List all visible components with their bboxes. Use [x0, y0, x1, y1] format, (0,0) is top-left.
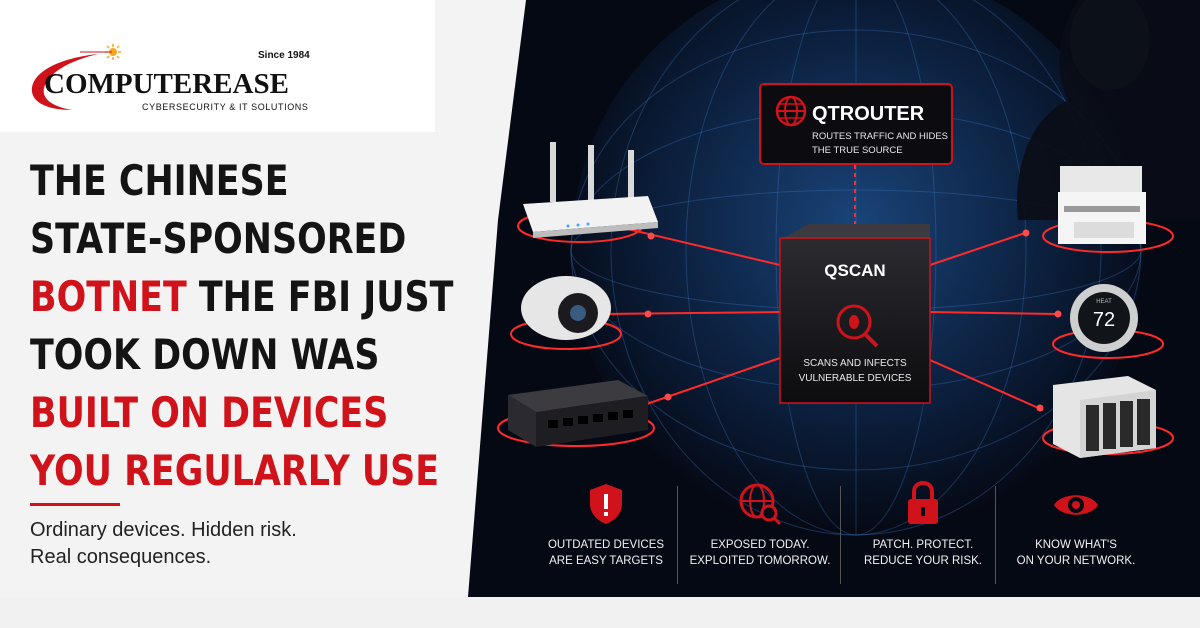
padlock-icon: [908, 480, 938, 524]
qscan-title: QSCAN: [824, 261, 885, 280]
qscan-desc-2: VULNERABLE DEVICES: [799, 373, 912, 384]
qscan-desc-1: SCANS AND INFECTS: [803, 358, 907, 369]
footer-caption-know: KNOW WHAT'S ON YOUR NETWORK.: [1001, 537, 1151, 569]
thermostat-device: [1070, 284, 1138, 352]
qscan-cube: [779, 224, 931, 404]
nas-device: [1053, 376, 1156, 458]
network-diagram: 72 HEAT QSCAN SCANS AND INFECTS VULNERAB…: [497, 0, 1200, 536]
headline-line-6: YOU REGULARLY USE: [30, 446, 440, 495]
subheadline-line-1: Ordinary devices. Hidden risk.: [30, 519, 297, 541]
headline: THE CHINESE STATE-SPONSORED BOTNET THE F…: [30, 152, 453, 500]
footer-divider: [995, 486, 996, 584]
eye-icon: [1054, 495, 1098, 515]
network-diagram-panel: 72 HEAT QSCAN SCANS AND INFECTS VULNERAB…: [468, 0, 1200, 597]
logo-tagline: CYBERSECURITY & IT SOLUTIONS: [142, 102, 309, 112]
thermostat-mode: HEAT: [1096, 299, 1112, 305]
logo-name: COMPUTEREASE: [44, 68, 289, 100]
footer-divider: [677, 486, 678, 584]
accent-rule: [30, 503, 120, 506]
headline-line-5: BUILT ON DEVICES: [30, 388, 389, 437]
headline-fbi: THE FBI JUST: [186, 272, 454, 321]
footer-caption-outdated-2: ARE EASY TARGETS: [549, 555, 663, 567]
logo-since: Since 1984: [258, 50, 310, 61]
headline-line-3: BOTNET THE FBI JUST: [30, 268, 453, 326]
footer-caption-exposed-2: EXPLOITED TOMORROW.: [689, 555, 831, 567]
footer-caption-outdated-1: OUTDATED DEVICES: [547, 539, 665, 551]
qtrouter-desc-2: THE TRUE SOURCE: [812, 145, 903, 156]
printer-device: [1058, 166, 1146, 244]
headline-line-4: TOOK DOWN WAS: [30, 330, 380, 379]
headline-line-1: THE CHINESE: [30, 156, 289, 205]
shield-alert-icon: [590, 484, 622, 524]
headline-botnet: BOTNET: [30, 272, 187, 321]
hacker-silhouette: [1017, 0, 1200, 220]
qtrouter-title: QTROUTER: [812, 103, 925, 125]
globe-icon: [775, 95, 807, 127]
footer-caption-exposed: EXPOSED TODAY. EXPLOITED TOMORROW.: [685, 537, 835, 569]
footer-caption-exposed-1: EXPOSED TODAY.: [710, 539, 810, 551]
subheadline: Ordinary devices. Hidden risk. Real cons…: [30, 517, 297, 571]
connection-nodes: [644, 229, 1062, 412]
footer-caption-know-2: ON YOUR NETWORK.: [1016, 555, 1136, 567]
footer-divider: [840, 486, 841, 584]
footer-caption-patch-1: PATCH. PROTECT.: [872, 539, 974, 551]
logo-swoosh-icon: [31, 44, 121, 110]
headline-line-2: STATE-SPONSORED: [30, 214, 407, 263]
globe-search-icon: [739, 483, 782, 526]
camera-device: [521, 276, 611, 340]
logo-block: Since 1984 COMPUTEREASE CYBERSECURITY & …: [0, 0, 435, 132]
footer-caption-patch: PATCH. PROTECT. REDUCE YOUR RISK.: [848, 537, 998, 569]
thermostat-reading: 72: [1093, 309, 1115, 331]
network-switch-device: [508, 380, 648, 447]
router-device: [523, 142, 658, 238]
footer-caption-know-1: KNOW WHAT'S: [1035, 539, 1117, 551]
qtrouter-box: [759, 83, 953, 165]
subheadline-line-2: Real consequences.: [30, 546, 212, 568]
qtrouter-desc-1: ROUTES TRAFFIC AND HIDES: [812, 131, 948, 142]
bottom-strip: [0, 597, 1200, 628]
footer-caption-patch-2: REDUCE YOUR RISK.: [863, 555, 982, 567]
footer-caption-outdated: OUTDATED DEVICES ARE EASY TARGETS: [531, 537, 681, 569]
